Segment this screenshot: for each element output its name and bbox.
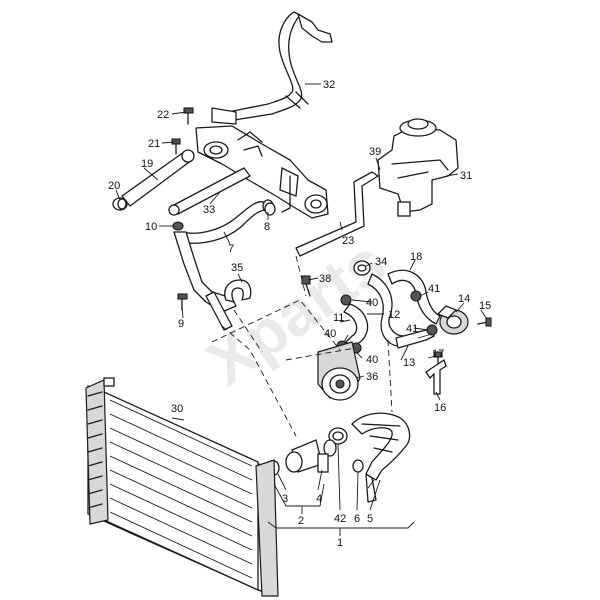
label-14: 14 — [458, 293, 470, 305]
label-11: 11 — [333, 312, 344, 324]
label-10: 10 — [145, 221, 157, 233]
coolant-pipe-lower[interactable] — [173, 231, 237, 331]
expansion-tank-31[interactable] — [377, 118, 459, 217]
clamp-42[interactable] — [328, 427, 348, 445]
label-33: 33 — [203, 204, 215, 216]
o-ring-8[interactable] — [264, 202, 276, 216]
label-38: 38 — [319, 273, 331, 285]
label-40b: 40 — [324, 328, 336, 340]
label-36: 36 — [366, 371, 378, 383]
bolt-10[interactable] — [172, 221, 184, 231]
label-4: 4 — [316, 493, 322, 505]
routing-lines — [211, 255, 393, 437]
label-22: 22 — [157, 109, 169, 121]
bolt-15[interactable] — [477, 317, 492, 327]
bolt-22[interactable] — [183, 107, 194, 125]
label-40c: 40 — [366, 354, 378, 366]
clamp-41b[interactable] — [426, 324, 438, 336]
clamp-6[interactable] — [352, 459, 364, 473]
clamp-20[interactable] — [117, 198, 127, 210]
label-34: 34 — [375, 256, 387, 268]
connector-3-4[interactable] — [268, 439, 337, 476]
hose-23[interactable] — [295, 171, 379, 257]
clamp-34[interactable] — [353, 260, 371, 276]
label-30: 30 — [171, 403, 183, 415]
leader-lines — [115, 83, 487, 536]
bolt-17[interactable] — [433, 351, 443, 365]
component-36[interactable] — [317, 341, 361, 401]
label-13: 13 — [403, 357, 415, 369]
label-9: 9 — [178, 318, 184, 330]
coolant-flange-assembly[interactable] — [195, 125, 329, 219]
label-42: 42 — [334, 513, 346, 525]
clamp-41a[interactable] — [410, 290, 422, 302]
label-3: 3 — [282, 493, 288, 505]
label-41b: 41 — [406, 323, 418, 335]
hose-35[interactable] — [224, 279, 252, 303]
label-19: 19 — [141, 158, 153, 170]
label-6: 6 — [354, 513, 360, 525]
label-2: 2 — [298, 515, 304, 527]
label-39: 39 — [369, 146, 381, 158]
label-8: 8 — [264, 221, 270, 233]
label-1: 1 — [337, 537, 343, 549]
label-12: 12 — [388, 309, 400, 321]
label-18: 18 — [410, 251, 422, 263]
lower-hose-5[interactable] — [351, 412, 411, 503]
clamp-40a[interactable] — [340, 294, 352, 306]
pump-14[interactable] — [436, 305, 469, 335]
label-5: 5 — [367, 513, 373, 525]
radiator-30[interactable] — [85, 377, 279, 598]
label-32: 32 — [323, 79, 335, 91]
label-23: 23 — [342, 235, 354, 247]
bolt-21[interactable] — [171, 138, 181, 155]
label-15: 15 — [479, 300, 491, 312]
callout-labels: 32 22 21 19 20 33 10 7 8 35 9 39 31 23 3… — [108, 79, 491, 549]
label-7: 7 — [228, 243, 234, 255]
label-17: 17 — [432, 348, 444, 360]
label-16: 16 — [434, 402, 446, 414]
label-21: 21 — [148, 138, 160, 150]
hose-11[interactable] — [343, 303, 369, 346]
label-41a: 41 — [428, 283, 440, 295]
label-31: 31 — [460, 170, 472, 182]
hose-33[interactable] — [168, 167, 251, 216]
label-35: 35 — [231, 262, 243, 274]
bracket-16[interactable] — [425, 358, 447, 395]
label-40a: 40 — [366, 297, 378, 309]
hose-18[interactable] — [387, 269, 441, 325]
label-20: 20 — [108, 180, 120, 192]
upper-hose-32[interactable] — [211, 11, 333, 125]
